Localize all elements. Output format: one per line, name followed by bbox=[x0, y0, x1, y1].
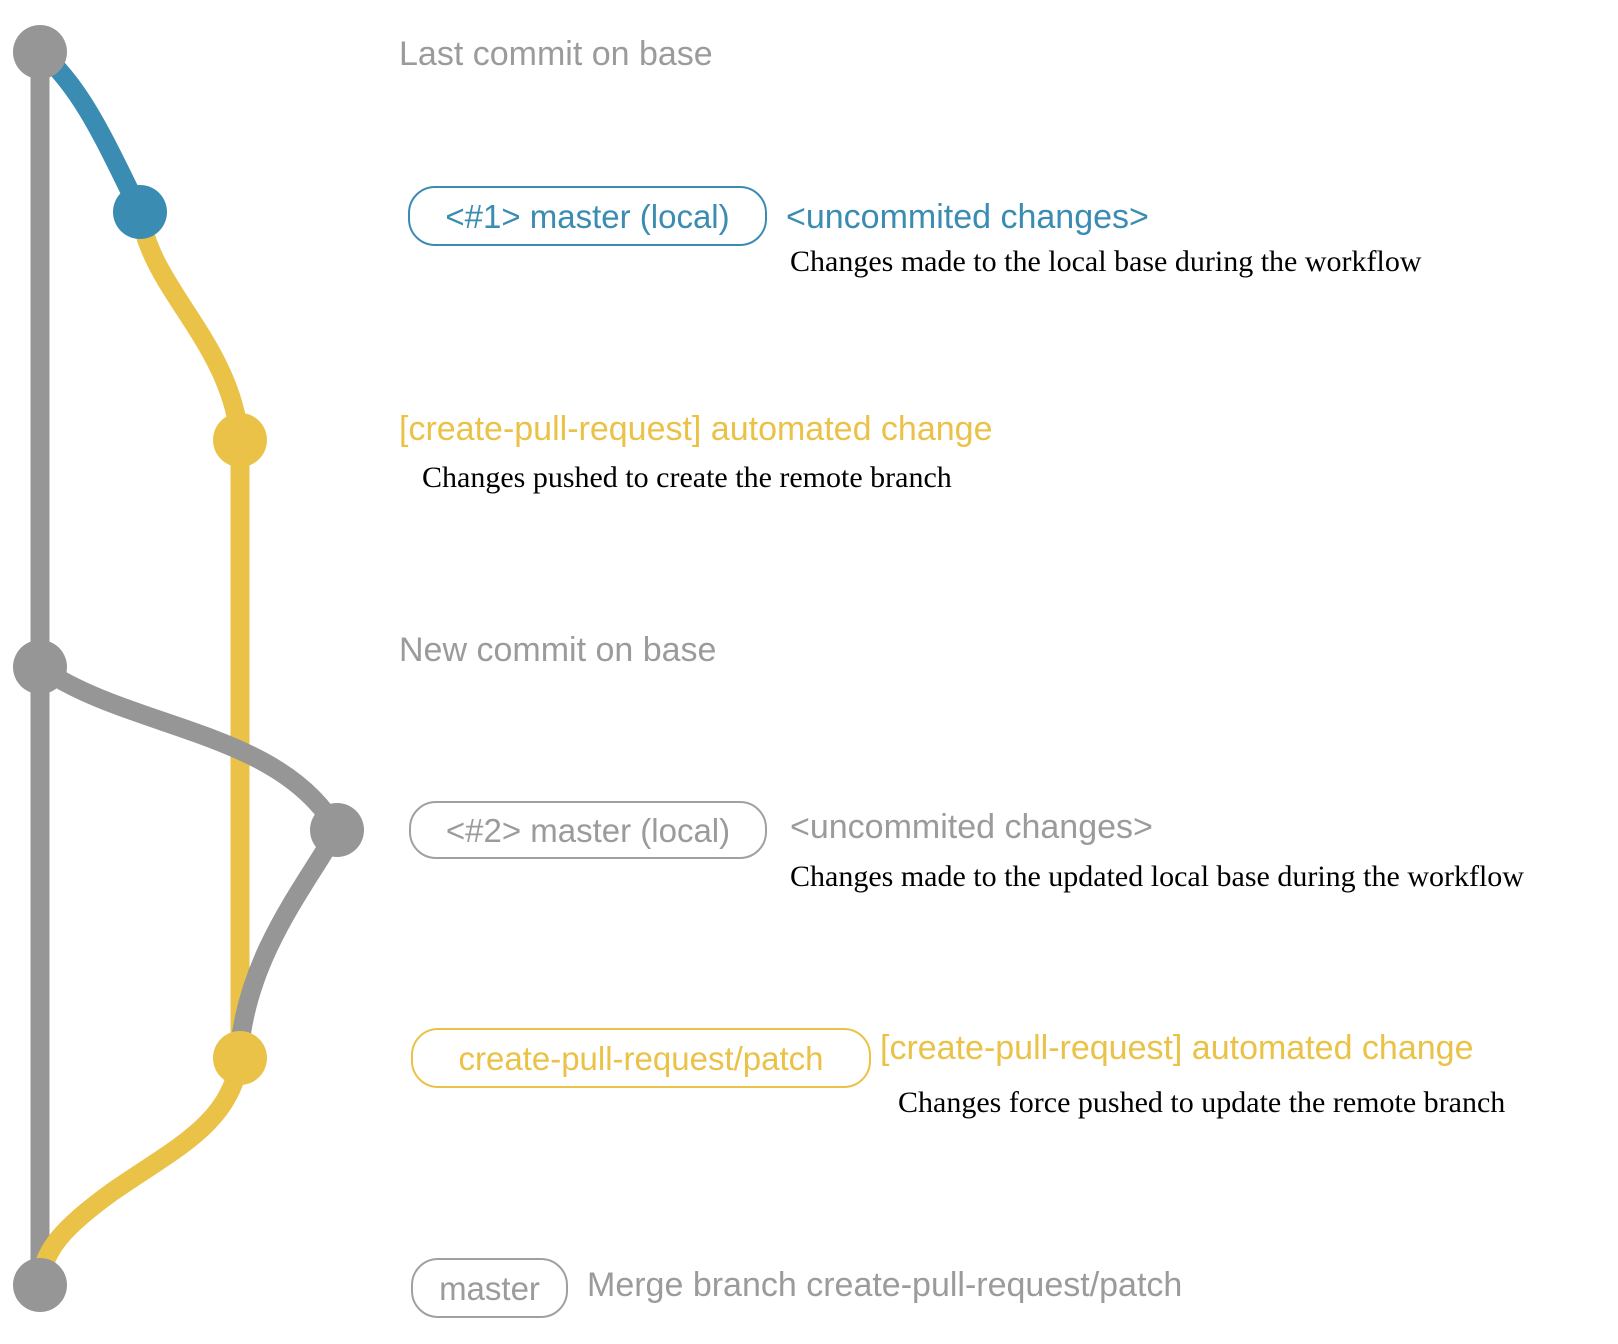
caption-updated-local-base-changes: Changes made to the updated local base d… bbox=[790, 860, 1524, 893]
label-merge-branch: Merge branch create-pull-request/patch bbox=[587, 1266, 1183, 1304]
caption-local-base-changes: Changes made to the local base during th… bbox=[790, 245, 1422, 278]
branch-tag-create-pull-request-patch-text: create-pull-request/patch bbox=[458, 1039, 824, 1077]
branch-tag-master: master bbox=[411, 1258, 568, 1318]
commit-automated-change-1 bbox=[213, 413, 267, 467]
label-automated-change-1: [create-pull-request] automated change bbox=[399, 410, 993, 448]
edge-patch-branch bbox=[30, 202, 250, 1295]
commit-local-master-1 bbox=[113, 185, 167, 239]
branch-tag-create-pull-request-patch: create-pull-request/patch bbox=[411, 1028, 871, 1088]
commit-last-on-base bbox=[13, 25, 67, 79]
caption-changes-pushed: Changes pushed to create the remote bran… bbox=[422, 461, 952, 494]
commit-automated-change-2 bbox=[213, 1031, 267, 1085]
caption-changes-force-pushed: Changes force pushed to update the remot… bbox=[898, 1086, 1506, 1119]
label-last-commit-on-base: Last commit on base bbox=[399, 35, 713, 73]
commit-new-on-base bbox=[13, 640, 67, 694]
edge-local-master-1 bbox=[30, 42, 150, 222]
branch-tag-master-text: master bbox=[439, 1269, 540, 1307]
branch-tag-master-local-1-text: <#1> master (local) bbox=[445, 197, 730, 235]
branch-tag-master-local-2-text: <#2> master (local) bbox=[445, 811, 731, 849]
label-uncommited-changes-1: <uncommited changes> bbox=[786, 198, 1149, 236]
label-new-commit-on-base: New commit on base bbox=[399, 631, 717, 669]
edge-local-master-2-in bbox=[230, 820, 347, 1055]
edge-local-master-2-out bbox=[30, 657, 347, 840]
branch-tag-master-local-1: <#1> master (local) bbox=[408, 186, 767, 246]
commit-merge bbox=[13, 1258, 67, 1312]
commit-local-master-2 bbox=[310, 803, 364, 857]
label-uncommited-changes-2: <uncommited changes> bbox=[790, 808, 1153, 846]
branch-tag-master-local-2: <#2> master (local) bbox=[409, 801, 767, 859]
label-automated-change-2: [create-pull-request] automated change bbox=[880, 1029, 1474, 1067]
